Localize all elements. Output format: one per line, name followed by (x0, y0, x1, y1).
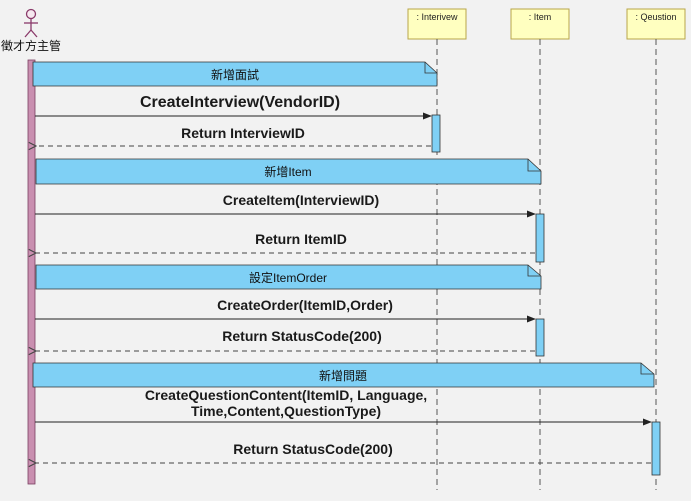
lifeline-head-item (510, 8, 570, 40)
note-2: 新增Item (35, 158, 542, 185)
activation-item-1 (535, 213, 545, 263)
message-2-label: Return InterviewID (181, 125, 305, 141)
lifeline-label-item: : Item (529, 12, 552, 22)
message-4: Return ItemID (36, 231, 535, 253)
message-3: CreateItem(InterviewID) (35, 192, 536, 218)
message-4-label: Return ItemID (255, 231, 347, 247)
message-7-label-line-2: Time,Content,QuestionType) (191, 403, 381, 419)
message-7-label-line-1: CreateQuestionContent(ItemID, Language, (145, 387, 427, 403)
lifeline-label-interview: : Interivew (416, 12, 458, 22)
lifeline-head-question (626, 8, 686, 40)
message-7: CreateQuestionContent(ItemID, Language, … (35, 387, 652, 426)
actor-name: 徵才方主管 (1, 38, 61, 53)
actor-activation (27, 59, 36, 485)
note-4: 新增問題 (32, 362, 655, 388)
note-1: 新增面試 (32, 61, 438, 87)
message-3-label: CreateItem(InterviewID) (223, 192, 379, 208)
note-3-text: 設定ItemOrder (249, 270, 327, 285)
activation-question (651, 421, 661, 476)
message-1-label: CreateInterview(VendorID) (140, 94, 340, 111)
activation-interview (431, 114, 441, 153)
activation-item-2 (535, 318, 545, 357)
message-5: CreateOrder(ItemID,Order) (35, 297, 536, 323)
message-1: CreateInterview(VendorID) (35, 94, 432, 120)
message-8: Return StatusCode(200) (36, 441, 651, 463)
message-5-label: CreateOrder(ItemID,Order) (217, 297, 393, 313)
lifeline-item: : Item (510, 8, 570, 40)
note-1-text: 新增面試 (211, 67, 259, 82)
message-2: Return InterviewID (36, 125, 431, 146)
lifeline-interview: : Interivew (407, 8, 467, 40)
message-8-label: Return StatusCode(200) (233, 441, 392, 457)
message-6: Return StatusCode(200) (36, 328, 535, 351)
lifeline-label-question: : Qeustion (635, 12, 676, 22)
message-6-label: Return StatusCode(200) (222, 328, 381, 344)
note-4-text: 新增問題 (319, 368, 367, 383)
lifeline-head-interview (407, 8, 467, 40)
actor: 徵才方主管 (1, 8, 61, 53)
stick-figure-icon (24, 8, 38, 38)
note-2-text: 新增Item (264, 164, 311, 179)
note-3: 設定ItemOrder (35, 264, 542, 290)
lifeline-question: : Qeustion (626, 8, 686, 40)
